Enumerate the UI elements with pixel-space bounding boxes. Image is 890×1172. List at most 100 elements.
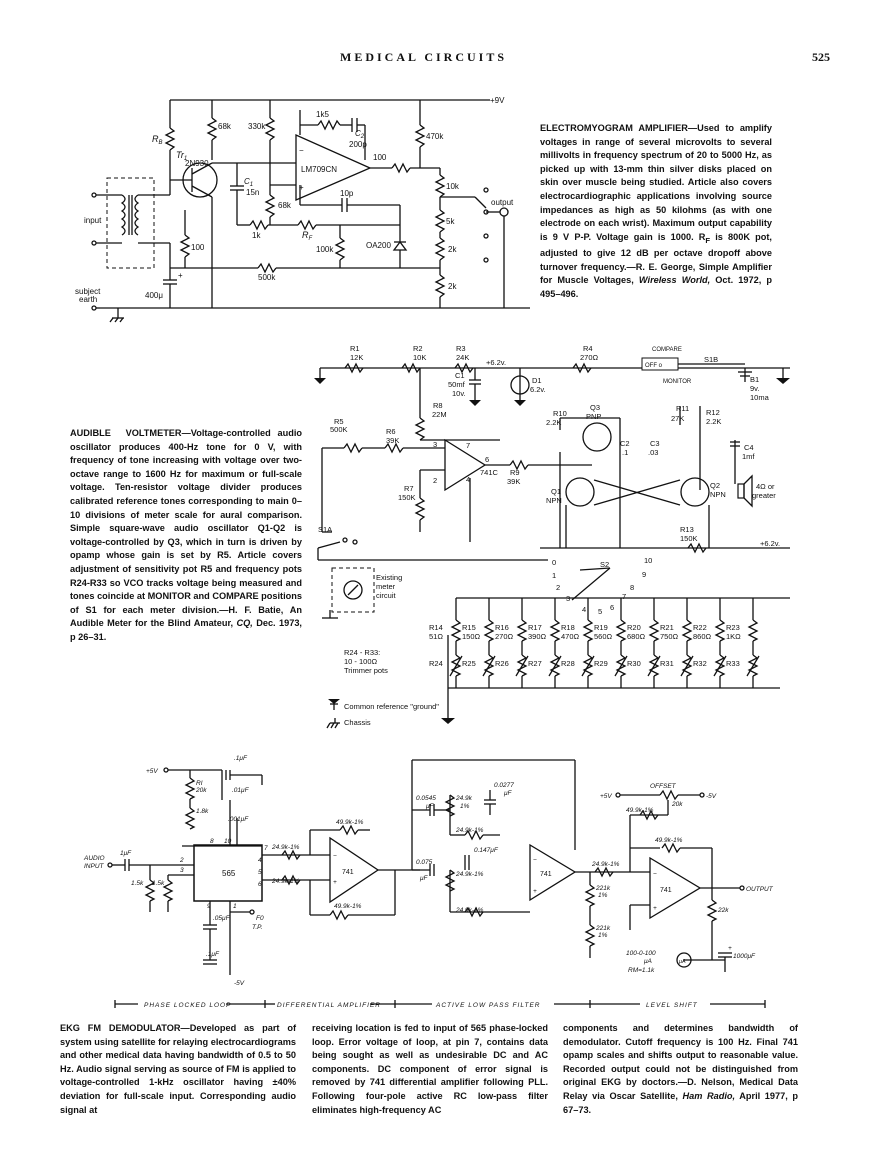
- vm-r5v: 500K: [330, 425, 348, 434]
- ladder-value: 150Ω: [462, 632, 481, 641]
- ladder-label: R15: [462, 623, 476, 632]
- ekg-sec2: DIFFERENTIAL AMPLIFIER: [277, 1002, 381, 1009]
- ekg-ri: RI: [196, 780, 203, 787]
- vm-r7v: 150K: [398, 493, 416, 502]
- ekg-r499a: 49.9k-1%: [336, 819, 364, 826]
- emg-c1-label: C1: [244, 177, 253, 188]
- emg-10p-label: 10p: [340, 189, 354, 198]
- ekg-p3: 3: [180, 867, 184, 874]
- vm-r1: R1: [350, 344, 360, 353]
- ladder-resistor: [681, 619, 693, 642]
- ekg-c01: .01μF: [232, 787, 250, 794]
- emg-2k-label: 2k: [448, 245, 457, 254]
- vm-b1: B1: [750, 375, 759, 384]
- vm-d1v: 6.2v.: [530, 385, 546, 394]
- emg-tr1-type: 2N930: [185, 159, 209, 168]
- ekg-r15b: 1.5k: [152, 880, 165, 887]
- ekg-c-plus: +: [653, 905, 657, 912]
- emg-cap-plus: +: [178, 271, 183, 280]
- ekg-pll: 565: [222, 869, 236, 878]
- emg-c2-value: 200p: [349, 140, 367, 149]
- vm-q3: Q3: [590, 403, 600, 412]
- emg-1k5-label: 1k5: [316, 110, 329, 119]
- ladder-label: R19: [594, 623, 608, 632]
- ladder-resistor: [714, 619, 726, 642]
- ekg-r499c: 49.9k-1%: [626, 807, 654, 814]
- ladder-trimmer: [714, 654, 726, 677]
- vm-r11v: 27K: [671, 414, 684, 423]
- ekg-a741: 741: [342, 869, 354, 876]
- ekg-r22k: 22k: [717, 907, 729, 914]
- vm-pos10: 10: [644, 556, 652, 565]
- vm-trim2: 10 - 100Ω: [344, 657, 378, 666]
- ladder-label: R23: [726, 623, 740, 632]
- ekg-p10: 10: [224, 838, 232, 845]
- emg-68k-label: 68k: [218, 122, 232, 131]
- ekg-p2: 2: [179, 857, 184, 864]
- ekg-cplus: +: [728, 945, 732, 952]
- vm-r3: R3: [456, 344, 466, 353]
- ekg-p6: 6: [258, 881, 262, 888]
- vm-q2t: NPN: [710, 490, 726, 499]
- vm-c4: C4: [744, 443, 754, 452]
- emg-input-label: input: [84, 216, 102, 225]
- vm-r6v: 39K: [386, 436, 399, 445]
- ekg-v5: +5V: [146, 768, 158, 775]
- ekg-c0147: 0.147μF: [474, 847, 499, 854]
- ekg-caption-col3: components and determines bandwidth of d…: [563, 1023, 798, 1115]
- vm-monitor: MONITOR: [663, 379, 692, 385]
- vm-pos6: 6: [610, 603, 614, 612]
- ladder-label: R14: [429, 623, 443, 632]
- ekg-p1: 1: [233, 903, 237, 910]
- vm-r13: R13: [680, 525, 694, 534]
- emg-400u-label: 400μ: [145, 291, 163, 300]
- ladder-value: 470Ω: [561, 632, 580, 641]
- ekg-r249b: 24.9k-1%: [271, 878, 300, 885]
- ladder-label: R21: [660, 623, 674, 632]
- emg-opamp-plus: +: [299, 183, 304, 192]
- ekg-m5vb: -5V: [706, 793, 717, 800]
- ekg-pct3: 1%: [598, 932, 608, 939]
- emg-c1-value: 15n: [246, 188, 259, 197]
- vm-legend2: Chassis: [344, 718, 371, 727]
- ekg-c-minus: −: [653, 871, 657, 878]
- emg-100b-label: 100: [191, 243, 205, 252]
- ekg-c1000: 1000μF: [733, 953, 756, 960]
- ladder-trimmer-arrow: [581, 655, 595, 677]
- ladder-trimmer-arrow: [713, 655, 727, 677]
- vm-r7: R7: [404, 484, 414, 493]
- ladder-resistor: [582, 619, 594, 642]
- emg-caption-title: ELECTROMYOGRAM AMPLIFIER: [540, 123, 688, 133]
- vm-r6: R6: [386, 427, 396, 436]
- vm-pin2: 2: [433, 476, 437, 485]
- ekg-r15a: 1.5k: [131, 880, 144, 887]
- running-header: MEDICAL CIRCUITS: [340, 50, 508, 64]
- ladder-label: R20: [627, 623, 641, 632]
- vm-b1v: 9v.: [750, 384, 759, 393]
- voltmeter-caption: AUDIBLE VOLTMETER—Voltage-controlled aud…: [70, 428, 302, 642]
- vm-pos1: 1: [552, 571, 556, 580]
- ekg-r499b: 49.9k-1%: [334, 903, 362, 910]
- ladder-value: 390Ω: [528, 632, 547, 641]
- vm-s1b: S1B: [704, 355, 718, 364]
- ekg-c001: .001μF: [228, 816, 249, 823]
- emg-supply-label: +9V: [490, 96, 505, 105]
- emg-500k-label: 500k: [258, 273, 276, 282]
- emg-tr1-label: Tr1: [176, 150, 187, 162]
- vm-pin3: 3: [433, 440, 437, 449]
- ekg-r20kb: 20k: [671, 801, 683, 808]
- emg-330k-label: 330k: [248, 122, 266, 131]
- vm-c3: C3: [650, 439, 660, 448]
- ekg-c741: 741: [660, 887, 672, 894]
- ekg-c1uf-top: .1μF: [234, 755, 248, 762]
- ekg-audio: AUDIO: [83, 855, 105, 862]
- vm-s2: S2: [600, 560, 609, 569]
- voltmeter-caption-title: AUDIBLE VOLTMETER: [70, 428, 182, 438]
- ekg-p9: 9: [207, 903, 211, 910]
- emg-c2-label: C2: [355, 129, 365, 140]
- ladder-trimmer-label: R33: [726, 659, 740, 668]
- vm-q1: Q1: [551, 487, 561, 496]
